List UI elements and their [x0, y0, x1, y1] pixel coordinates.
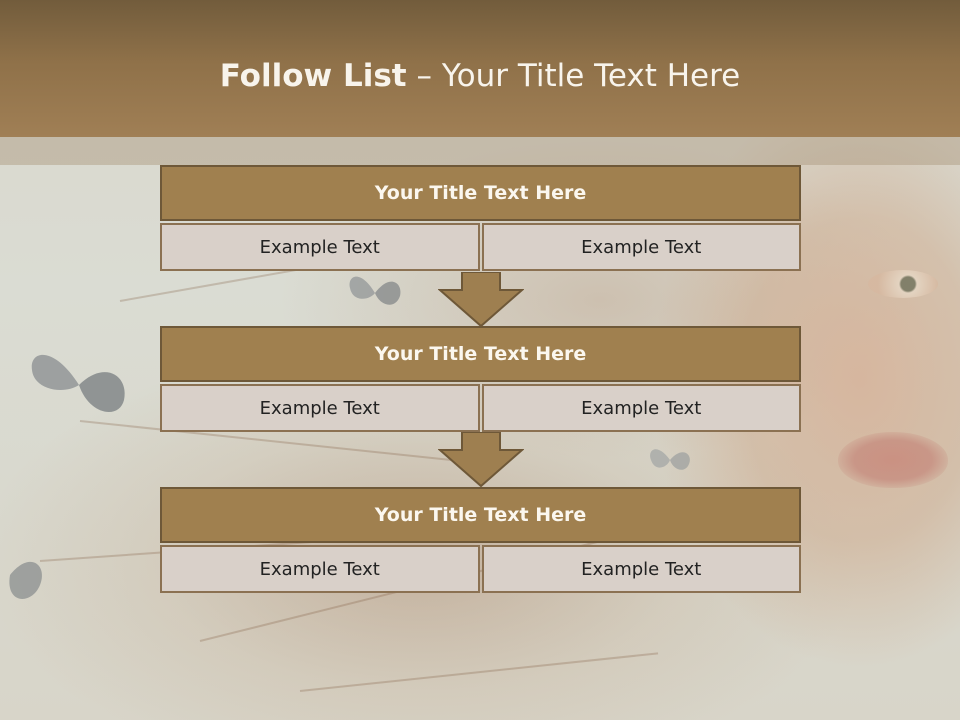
block-cell-left: Example Text: [160, 223, 480, 271]
butterfly-icon: [9, 561, 42, 599]
list-block-2: Your Title Text Here Example Text Exampl…: [160, 326, 801, 432]
block-row: Example Text Example Text: [160, 223, 801, 271]
portrait-eye: [868, 270, 938, 298]
block-cell-left: Example Text: [160, 384, 480, 432]
block-cell-left: Example Text: [160, 545, 480, 593]
down-arrow-icon: [438, 272, 524, 328]
block-cell-right: Example Text: [481, 223, 801, 271]
down-arrow-icon: [438, 432, 524, 488]
header-underband: [0, 137, 960, 165]
butterfly-icon: [31, 354, 125, 412]
hair-strand: [299, 652, 659, 692]
block-title: Your Title Text Here: [160, 487, 801, 543]
butterfly-icon: [349, 276, 401, 305]
page-title: Follow List – Your Title Text Here: [0, 56, 960, 96]
portrait-lips: [838, 432, 948, 488]
block-row: Example Text Example Text: [160, 545, 801, 593]
block-title: Your Title Text Here: [160, 165, 801, 221]
header-bar: [0, 0, 960, 137]
block-cell-right: Example Text: [481, 545, 801, 593]
list-block-1: Your Title Text Here Example Text Exampl…: [160, 165, 801, 271]
block-title: Your Title Text Here: [160, 326, 801, 382]
block-row: Example Text Example Text: [160, 384, 801, 432]
block-cell-right: Example Text: [481, 384, 801, 432]
title-rest: – Your Title Text Here: [406, 58, 741, 94]
title-bold: Follow List: [219, 58, 407, 94]
list-block-3: Your Title Text Here Example Text Exampl…: [160, 487, 801, 593]
butterfly-icon: [650, 449, 690, 470]
